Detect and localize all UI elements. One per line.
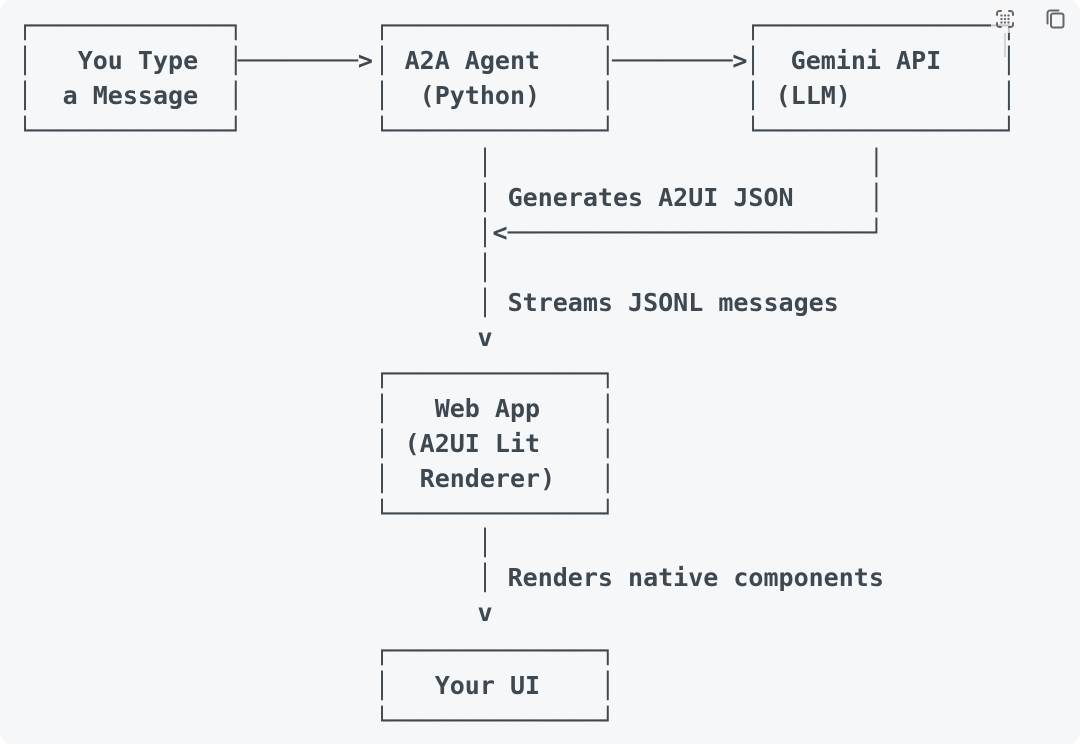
copy-button[interactable] [1041,5,1069,33]
copy-icon [1046,9,1065,29]
node-gemini-api-llm: ┌────────────────┐ │ Gemini API │ │ (LLM… [745,10,1017,145]
select-area-guide-line [1004,33,1006,57]
node-your-ui: ┌──────────────┐ │ Your UI │ └──────────… [374,635,616,735]
arrow-agent-to-gemini: ────────> [612,45,748,75]
node-you-type-a-message: ┌─────────────┐ │ You Type │ │ a Message… [17,10,244,145]
node-web-app-a2ui-lit-renderer: ┌──────────────┐ │ Web App │ │ (A2UI Lit… [374,358,616,528]
select-area-button[interactable] [991,5,1019,33]
arrow-user-to-agent: ────────> [237,45,373,75]
select-area-icon [996,10,1014,28]
connector-generates-a2ui-json-streams-jsonl: │ │ │ Generates A2UI JSON │ │<──────────… [477,147,884,352]
node-a2a-agent-python: ┌──────────────┐ │ A2A Agent │ │ (Python… [374,10,616,145]
connector-renders-native-components: │ │ Renders native components v [477,527,884,627]
